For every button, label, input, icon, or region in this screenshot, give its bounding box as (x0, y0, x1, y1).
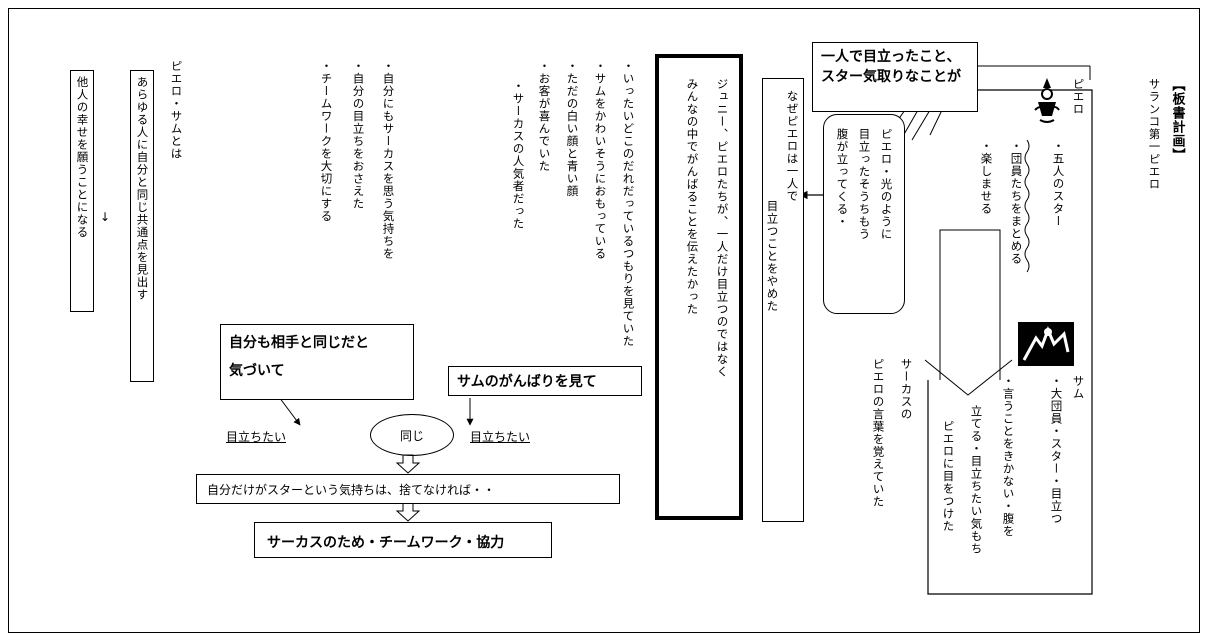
pierrot-line-2: ・団員たちをまとめる (1009, 140, 1024, 265)
feeling-box: 自分だけがスターという気持ちは、捨てなければ・・ (196, 474, 620, 504)
inner-arrow-body (939, 229, 1001, 380)
center-text-4: ・お客が喜んでいた (537, 60, 552, 173)
same-ellipse: 同じ (370, 414, 454, 456)
want-stand-out-right: 目立ちたい (470, 430, 531, 444)
outer-bracket (927, 89, 1093, 595)
pierrot-label: ピエロ (1071, 78, 1086, 116)
pierrot-figure-icon (1030, 76, 1064, 124)
sam-effort-text: サムのがんばりを見て (457, 374, 597, 390)
sam-label: サム (1071, 375, 1086, 400)
left-box-2-text: 他人の幸せを願うことになる (75, 76, 90, 239)
pierrot-rounded-box (823, 114, 905, 314)
left-box-2 (70, 70, 94, 312)
self-realize-box: 自分も相手と同じだと 気づいて (220, 324, 414, 400)
board-plan-frame (8, 8, 1200, 633)
mid-caption-2: ピエロの言葉を覚えていた (871, 358, 886, 508)
why-box (762, 78, 804, 522)
message-line-2: みんなの中でがんばることを伝えたかった (685, 78, 700, 316)
sam-line-3: 立てる・目立ちたい気もち (969, 405, 984, 555)
star-callout-box: 一人で目立ったこと、スター気取りなことが (812, 42, 978, 112)
pierrot-line-3: ・楽しませる (979, 140, 994, 215)
result-text: サーカスのため・チームワーク・協力 (267, 535, 505, 551)
pierrot-box-line-2: 目立ったそうちもう (857, 128, 872, 241)
sam-line-2: ・言うことをきかない・腹を (1001, 375, 1016, 538)
pierrot-box-line-3: 腹が立ってくる・ (835, 128, 850, 228)
left-caption: ピエロ・サムとは (169, 60, 184, 160)
want-stand-out-left: 目立ちたい (226, 430, 287, 444)
wavy-line (1024, 139, 1030, 273)
left-box-1-text: あらゆる人に自分と同じ共通点を見出す (135, 76, 150, 301)
mid-left-text-1: ・自分にもサーカスを思う気持ちを (381, 60, 396, 260)
message-line-1: ジュニー、ピエロたちが、一人だけ目立つのではなく (715, 78, 730, 378)
mid-left-text-2: ・自分の目立ちをおさえた (351, 60, 366, 210)
why-box-line-1: なぜピエロは一人で (785, 90, 800, 203)
why-box-line-2: 目立つことをやめた (765, 200, 780, 313)
result-box: サーカスのため・チームワーク・協力 (254, 522, 552, 558)
center-text-1: ・いったいどこのだれだっているつもりを見ていた (621, 60, 636, 348)
callout-line-4 (929, 109, 943, 136)
center-text-3: ・ただの白い顔と青い顔 (565, 60, 580, 198)
self-realize-line-1: 自分も相手と同じだと (229, 335, 369, 351)
pierrot-box-line-1: ピエロ・光のように (879, 128, 894, 241)
left-down-arrow: ↓ (100, 210, 111, 224)
mid-left-text-3: ・チームワークを大切にする (319, 60, 334, 223)
inner-arrow-head (924, 359, 1013, 396)
mid-caption-1: サーカスの (899, 358, 914, 421)
center-text-2: ・サムをかわいそうにおもっている (593, 60, 608, 260)
down-arrow-2 (395, 502, 421, 522)
board-title: 【板書計画】 (1169, 78, 1185, 162)
center-text-5: ・サーカスの人気者だった (511, 80, 526, 230)
board-subtitle: サランコ第一ピエロ (1147, 78, 1162, 191)
left-box-1 (130, 70, 154, 382)
sam-effort-box: サムのがんばりを見て (448, 366, 642, 396)
callout-line-3 (911, 109, 931, 141)
sam-line-1: ・大団員・スター・目立つ (1049, 375, 1064, 525)
pierrot-line-1: ・五人のスター (1051, 140, 1066, 228)
star-callout-text: 一人で目立ったこと、スター気取りなことが (821, 49, 961, 86)
message-bold-box (655, 54, 743, 520)
down-arrow-1 (395, 454, 421, 474)
self-realize-line-2: 気づいて (229, 363, 285, 379)
sam-photo-icon (1018, 322, 1074, 366)
sam-note: ピエロに目をつけた (941, 420, 956, 533)
